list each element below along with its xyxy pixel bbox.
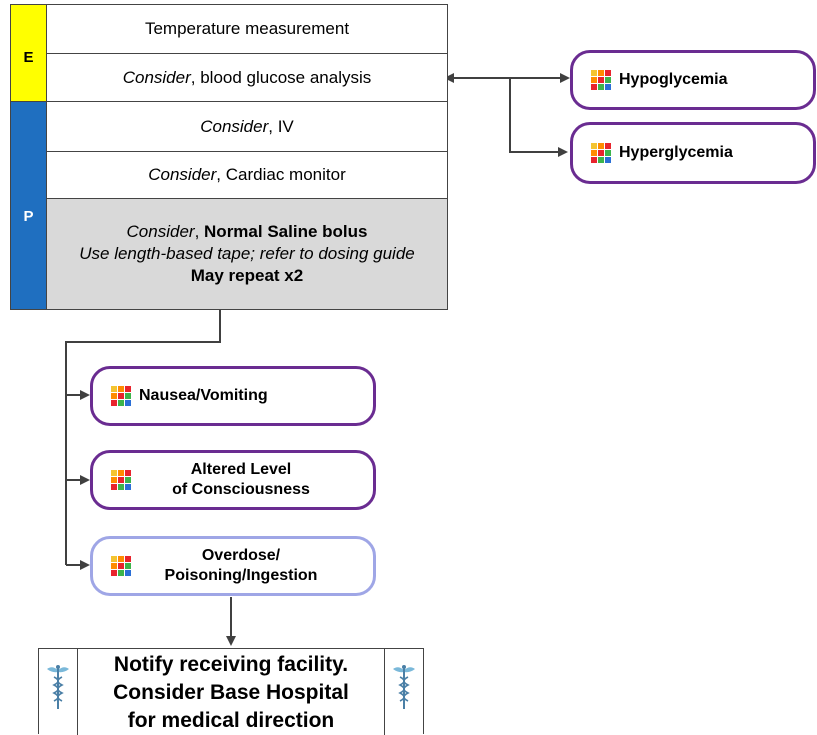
grid-icon: [111, 386, 131, 406]
step-saline-tape: Use length-based tape; refer to dosing g…: [79, 244, 415, 263]
saline-to-branch-line: [65, 310, 221, 565]
step-cardiac: Consider, Cardiac monitor: [46, 152, 448, 199]
step-iv-text: , IV: [268, 116, 294, 136]
section-p-letter: P: [23, 208, 34, 225]
grid-icon: [111, 470, 131, 490]
protocol-overdose-label-1: Overdose/: [201, 547, 281, 564]
protocol-altered-consciousness[interactable]: Altered Level of Consciousness: [90, 450, 376, 510]
notify-left-panel: [39, 649, 78, 735]
protocol-altered-label-1: Altered Level: [190, 461, 292, 478]
protocol-overdose-label-2: Poisoning/Ingestion: [164, 567, 318, 584]
grid-icon: [111, 556, 131, 576]
protocol-overdose-poisoning[interactable]: Overdose/ Poisoning/Ingestion: [90, 536, 376, 596]
section-e-bar: E: [10, 4, 46, 102]
step-temperature: Temperature measurement: [46, 4, 448, 54]
step-iv-consider: Consider: [200, 116, 269, 136]
step-saline-comma: ,: [194, 222, 205, 241]
caduceus-icon: [393, 665, 415, 709]
step-glucose-text: , blood glucose analysis: [190, 67, 372, 87]
notify-line-1: Notify receiving facility.: [113, 653, 349, 676]
grid-icon: [591, 143, 611, 163]
section-p-bar: P: [10, 102, 46, 310]
notify-text: Notify receiving facility. Consider Base…: [77, 649, 385, 734]
protocol-hypoglycemia-label: Hypoglycemia: [619, 71, 728, 88]
notify-box: Notify receiving facility. Consider Base…: [38, 648, 424, 735]
protocol-hypoglycemia[interactable]: Hypoglycemia: [570, 50, 816, 110]
grid-icon: [591, 70, 611, 90]
notify-line-3: for medical direction: [127, 709, 335, 732]
step-glucose-consider: Consider: [122, 67, 191, 87]
step-saline-repeat: May repeat x2: [190, 266, 304, 285]
step-saline-bolus: Normal Saline bolus: [204, 222, 368, 241]
step-cardiac-consider: Consider: [148, 165, 217, 184]
protocol-nausea-vomiting[interactable]: Nausea/Vomiting: [90, 366, 376, 426]
step-temperature-text: Temperature measurement: [144, 19, 350, 38]
protocol-altered-label-2: of Consciousness: [172, 481, 310, 498]
step-saline-consider: Consider: [126, 222, 195, 241]
protocol-nausea-label: Nausea/Vomiting: [139, 387, 268, 404]
notify-right-panel: [384, 649, 423, 735]
glucose-to-hyper-arrow: [509, 78, 568, 157]
step-cardiac-text: , Cardiac monitor: [216, 165, 346, 184]
protocol-hyperglycemia[interactable]: Hyperglycemia: [570, 122, 816, 184]
section-e-letter: E: [23, 49, 34, 66]
step-glucose: Consider, blood glucose analysis: [46, 54, 448, 102]
step-saline: Consider, Normal Saline bolus Use length…: [46, 199, 448, 310]
step-iv: Consider, IV: [46, 102, 448, 152]
protocol-hyperglycemia-label: Hyperglycemia: [619, 144, 733, 161]
notify-line-2: Consider Base Hospital: [113, 681, 349, 704]
caduceus-icon: [47, 665, 69, 709]
